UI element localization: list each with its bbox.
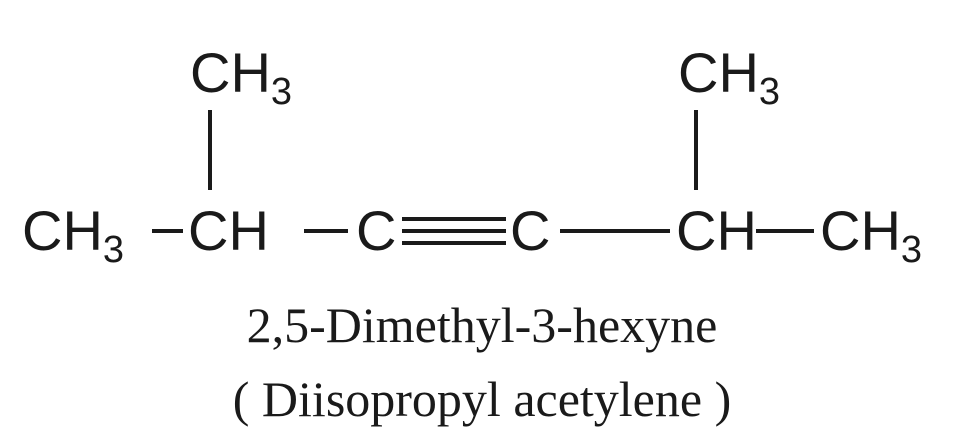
iupac-name: 2,5-Dimethyl-3-hexyne: [247, 297, 718, 353]
chain-methyl-left-label: CH3: [22, 199, 124, 271]
chain-ch-right-label: CH: [676, 199, 757, 262]
chain-methyl-right-label: CH3: [820, 199, 922, 271]
right-top-methyl-label: CH3: [678, 41, 780, 113]
left-top-methyl-label: CH3: [190, 41, 292, 113]
chain-ch-left-label: CH: [188, 199, 269, 262]
chain-c-left-label: C: [356, 199, 396, 262]
common-name: ( Diisopropyl acetylene ): [233, 371, 731, 427]
chain-c-right-label: C: [510, 199, 550, 262]
triple-bond: [402, 217, 506, 245]
